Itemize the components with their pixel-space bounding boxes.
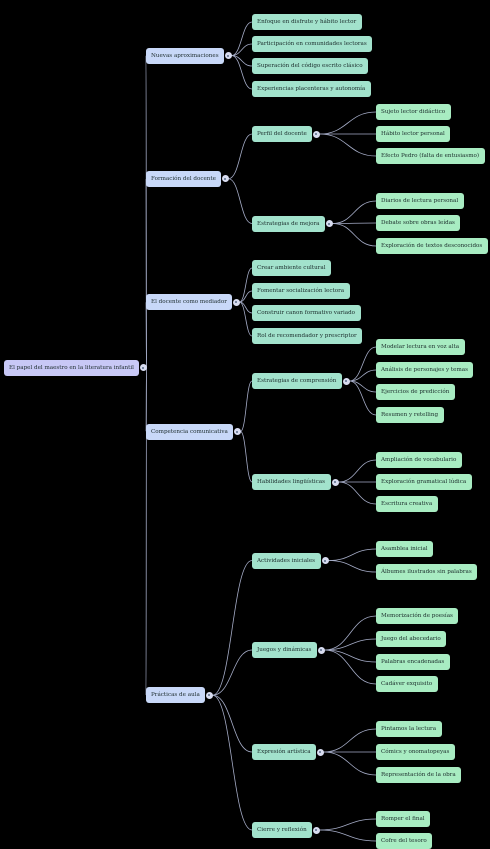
edge [324, 638, 377, 651]
edge [323, 728, 377, 753]
edge [239, 290, 253, 303]
node-representacion-de-la-obra[interactable]: Representación de la obra [376, 767, 461, 783]
collapse-toggle-estrategias-de-mejora[interactable] [325, 220, 333, 227]
node-estrategias-de-comprension[interactable]: Estrategias de comprensión [252, 373, 342, 389]
node-rol-de-recomendador-y-prescriptor[interactable]: Rol de recomendador y prescriptor [252, 328, 362, 344]
node-habilidades-linguisticas[interactable]: Habilidades lingüísticas [252, 474, 331, 490]
node-sujeto-lector-didactico[interactable]: Sujeto lector didáctico [376, 104, 451, 120]
edge [319, 133, 377, 157]
edge [349, 380, 377, 416]
edge [231, 21, 253, 56]
node-escritura-creativa[interactable]: Escritura creativa [376, 496, 438, 512]
edge [328, 548, 377, 561]
edge [319, 111, 377, 135]
node-crear-ambiente-cultural[interactable]: Crear ambiente cultural [252, 260, 331, 276]
node-juego-del-abecedario[interactable]: Juego del abecedario [376, 631, 446, 647]
node-memorizacion-de-poesias[interactable]: Memorización de poesías [376, 608, 458, 624]
node-el-docente-como-mediador[interactable]: El docente como mediador [146, 294, 232, 310]
collapse-toggle-el-docente-como-mediador[interactable] [232, 298, 240, 306]
node-efecto-pedro-falta-de-entusiasmo[interactable]: Efecto Pedro (falta de entusiasmo) [376, 148, 485, 164]
collapse-toggle-cierre-y-reflexion[interactable] [312, 826, 320, 834]
node-ejercicios-de-prediccion[interactable]: Ejercicios de predicción [376, 384, 455, 400]
node-debate-sobre-obras-leidas[interactable]: Debate sobre obras leídas [376, 215, 460, 231]
edge [338, 481, 377, 505]
edge [228, 133, 253, 180]
node-enfoque-en-disfrute-y-habito-lector[interactable]: Enfoque en disfrute y hábito lector [252, 14, 362, 30]
node-experiencias-placenteras-y-autonomia[interactable]: Experiencias placenteras y autonomía [252, 81, 371, 97]
node-cadaver-exquisito[interactable]: Cadáver exquisito [376, 676, 438, 692]
node-cierre-y-reflexion[interactable]: Cierre y reflexión [252, 822, 312, 838]
node-construir-canon-formativo-variado[interactable]: Construir canon formativo variado [252, 305, 361, 321]
edge [212, 694, 253, 831]
edge [240, 380, 253, 432]
edge [324, 649, 377, 663]
node-formacion-del-docente[interactable]: Formación del docente [146, 171, 221, 187]
edge [349, 346, 377, 382]
collapse-toggle-formacion-del-docente[interactable] [221, 175, 229, 183]
node-asamblea-inicial[interactable]: Asamblea inicial [376, 541, 433, 557]
edge [240, 431, 253, 483]
edge [328, 560, 377, 573]
edge [145, 367, 147, 696]
node-palabras-encadenadas[interactable]: Palabras encadenadas [376, 654, 450, 670]
edge [239, 301, 253, 337]
node-habito-lector-personal[interactable]: Hábito lector personal [376, 126, 450, 142]
node-exploracion-de-textos-desconocidos[interactable]: Exploración de textos desconocidos [376, 238, 488, 254]
edge [332, 200, 377, 224]
node-modelar-lectura-en-voz-alta[interactable]: Modelar lectura en voz alta [376, 339, 465, 355]
node-ampliacion-de-vocabulario[interactable]: Ampliación de vocabulario [376, 452, 462, 468]
node-superacion-del-codigo-escrito-clasico[interactable]: Superación del código escrito clásico [252, 58, 368, 74]
node-pintamos-la-lectura[interactable]: Pintamos la lectura [376, 721, 442, 737]
edge [332, 222, 377, 224]
edge [323, 751, 377, 776]
node-diarios-de-lectura-personal[interactable]: Diarios de lectura personal [376, 193, 464, 209]
collapse-toggle-estrategias-de-comprension[interactable] [342, 377, 350, 385]
edge [324, 615, 377, 651]
edge [145, 301, 147, 368]
node-resumen-y-retelling[interactable]: Resumen y retelling [376, 407, 444, 423]
edge [212, 649, 253, 696]
edge [324, 649, 377, 685]
collapse-toggle-habilidades-linguisticas[interactable] [331, 478, 339, 486]
node-cofre-del-tesoro[interactable]: Cofre del tesoro [376, 833, 432, 849]
edge [319, 818, 377, 831]
collapse-toggle-juegos-y-dinamicas[interactable] [317, 646, 325, 654]
node-nuevas-aproximaciones[interactable]: Nuevas aproximaciones [146, 48, 224, 64]
edge [212, 694, 253, 753]
collapse-toggle-competencia-comunicativa[interactable] [233, 428, 241, 435]
edge [228, 178, 253, 224]
edge [319, 829, 377, 842]
node-el-papel-del-maestro-en-la-literatura-infantil[interactable]: El papel del maestro en la literatura in… [4, 360, 139, 376]
node-exploracion-gramatical-ludica[interactable]: Exploración gramatical lúdica [376, 474, 472, 490]
edge [231, 43, 253, 56]
collapse-toggle-actividades-iniciales[interactable] [321, 557, 329, 564]
node-fomentar-socializacion-lectora[interactable]: Fomentar socialización lectora [252, 283, 350, 299]
collapse-toggle-perfil-del-docente[interactable] [312, 130, 320, 138]
node-comics-y-onomatopeyas[interactable]: Cómics y onomatopeyas [376, 744, 455, 760]
node-juegos-y-dinamicas[interactable]: Juegos y dinámicas [252, 642, 317, 658]
node-albumes-ilustrados-sin-palabras[interactable]: Álbumes ilustrados sin palabras [376, 564, 477, 580]
edge [231, 55, 253, 90]
edge [349, 369, 377, 382]
node-estrategias-de-mejora[interactable]: Estrategias de mejora [252, 216, 325, 232]
edge [212, 560, 253, 696]
collapse-toggle-practicas-de-aula[interactable] [205, 691, 213, 699]
edge [239, 267, 253, 303]
node-competencia-comunicativa[interactable]: Competencia comunicativa [146, 424, 233, 440]
node-practicas-de-aula[interactable]: Prácticas de aula [146, 687, 205, 703]
node-analisis-de-personajes-y-temas[interactable]: Análisis de personajes y temas [376, 362, 473, 378]
node-perfil-del-docente[interactable]: Perfil del docente [252, 126, 312, 142]
collapse-toggle-el-papel-del-maestro-en-la-literatura-infantil[interactable] [139, 364, 147, 371]
collapse-toggle-expresion-artistica[interactable] [316, 748, 324, 756]
node-expresion-artistica[interactable]: Expresión artística [252, 744, 316, 760]
node-participacion-en-comunidades-lectoras[interactable]: Participación en comunidades lectoras [252, 36, 372, 52]
edge [332, 223, 377, 247]
edge [338, 459, 377, 483]
node-romper-el-final[interactable]: Romper el final [376, 811, 430, 827]
collapse-toggle-nuevas-aproximaciones[interactable] [224, 52, 232, 59]
node-actividades-iniciales[interactable]: Actividades iniciales [252, 553, 321, 569]
